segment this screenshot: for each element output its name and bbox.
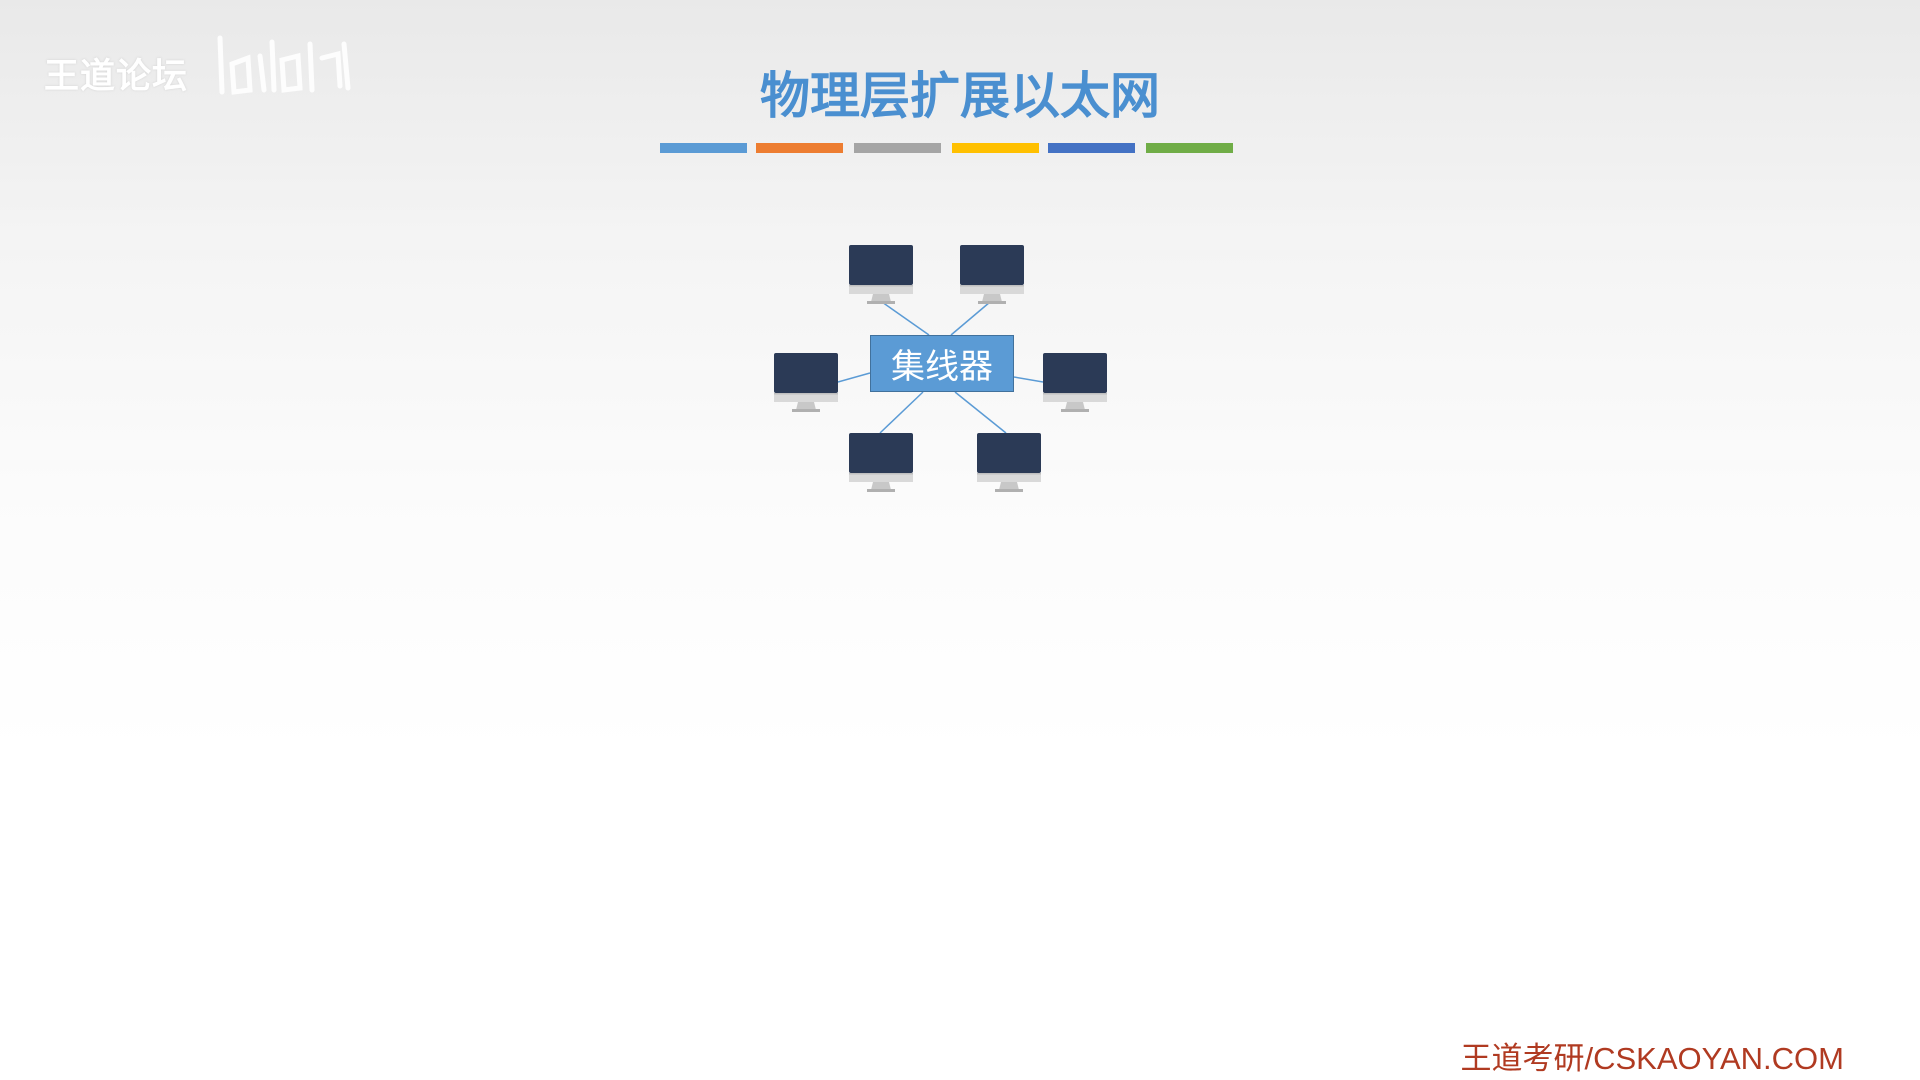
color-bar-4 bbox=[952, 143, 1039, 153]
color-bar-2 bbox=[756, 143, 843, 153]
computer-left bbox=[774, 353, 838, 412]
link-bottom-left bbox=[879, 391, 924, 434]
watermark-logo-icon bbox=[217, 35, 351, 95]
link-left bbox=[837, 372, 871, 383]
color-bar-1 bbox=[660, 143, 747, 153]
color-bar-5 bbox=[1048, 143, 1135, 153]
computer-top-right bbox=[960, 245, 1024, 304]
link-bottom-right bbox=[954, 391, 1007, 434]
hub-node: 集线器 bbox=[870, 335, 1014, 392]
link-top-left bbox=[881, 301, 930, 336]
computer-right bbox=[1043, 353, 1107, 412]
footer-brand: 王道考研/CSKAOYAN.COM bbox=[1460, 1041, 1844, 1076]
link-top-right bbox=[950, 301, 991, 336]
computer-bottom-left bbox=[849, 433, 913, 492]
color-bar-6 bbox=[1146, 143, 1233, 153]
watermark-text: 王道论坛 bbox=[44, 57, 189, 97]
computer-bottom-right bbox=[977, 433, 1041, 492]
page-title: 物理层扩展以太网 bbox=[760, 67, 1160, 125]
computer-top-left bbox=[849, 245, 913, 304]
link-right bbox=[1013, 376, 1044, 383]
link-lines bbox=[837, 301, 1044, 434]
color-bar-3 bbox=[854, 143, 941, 153]
